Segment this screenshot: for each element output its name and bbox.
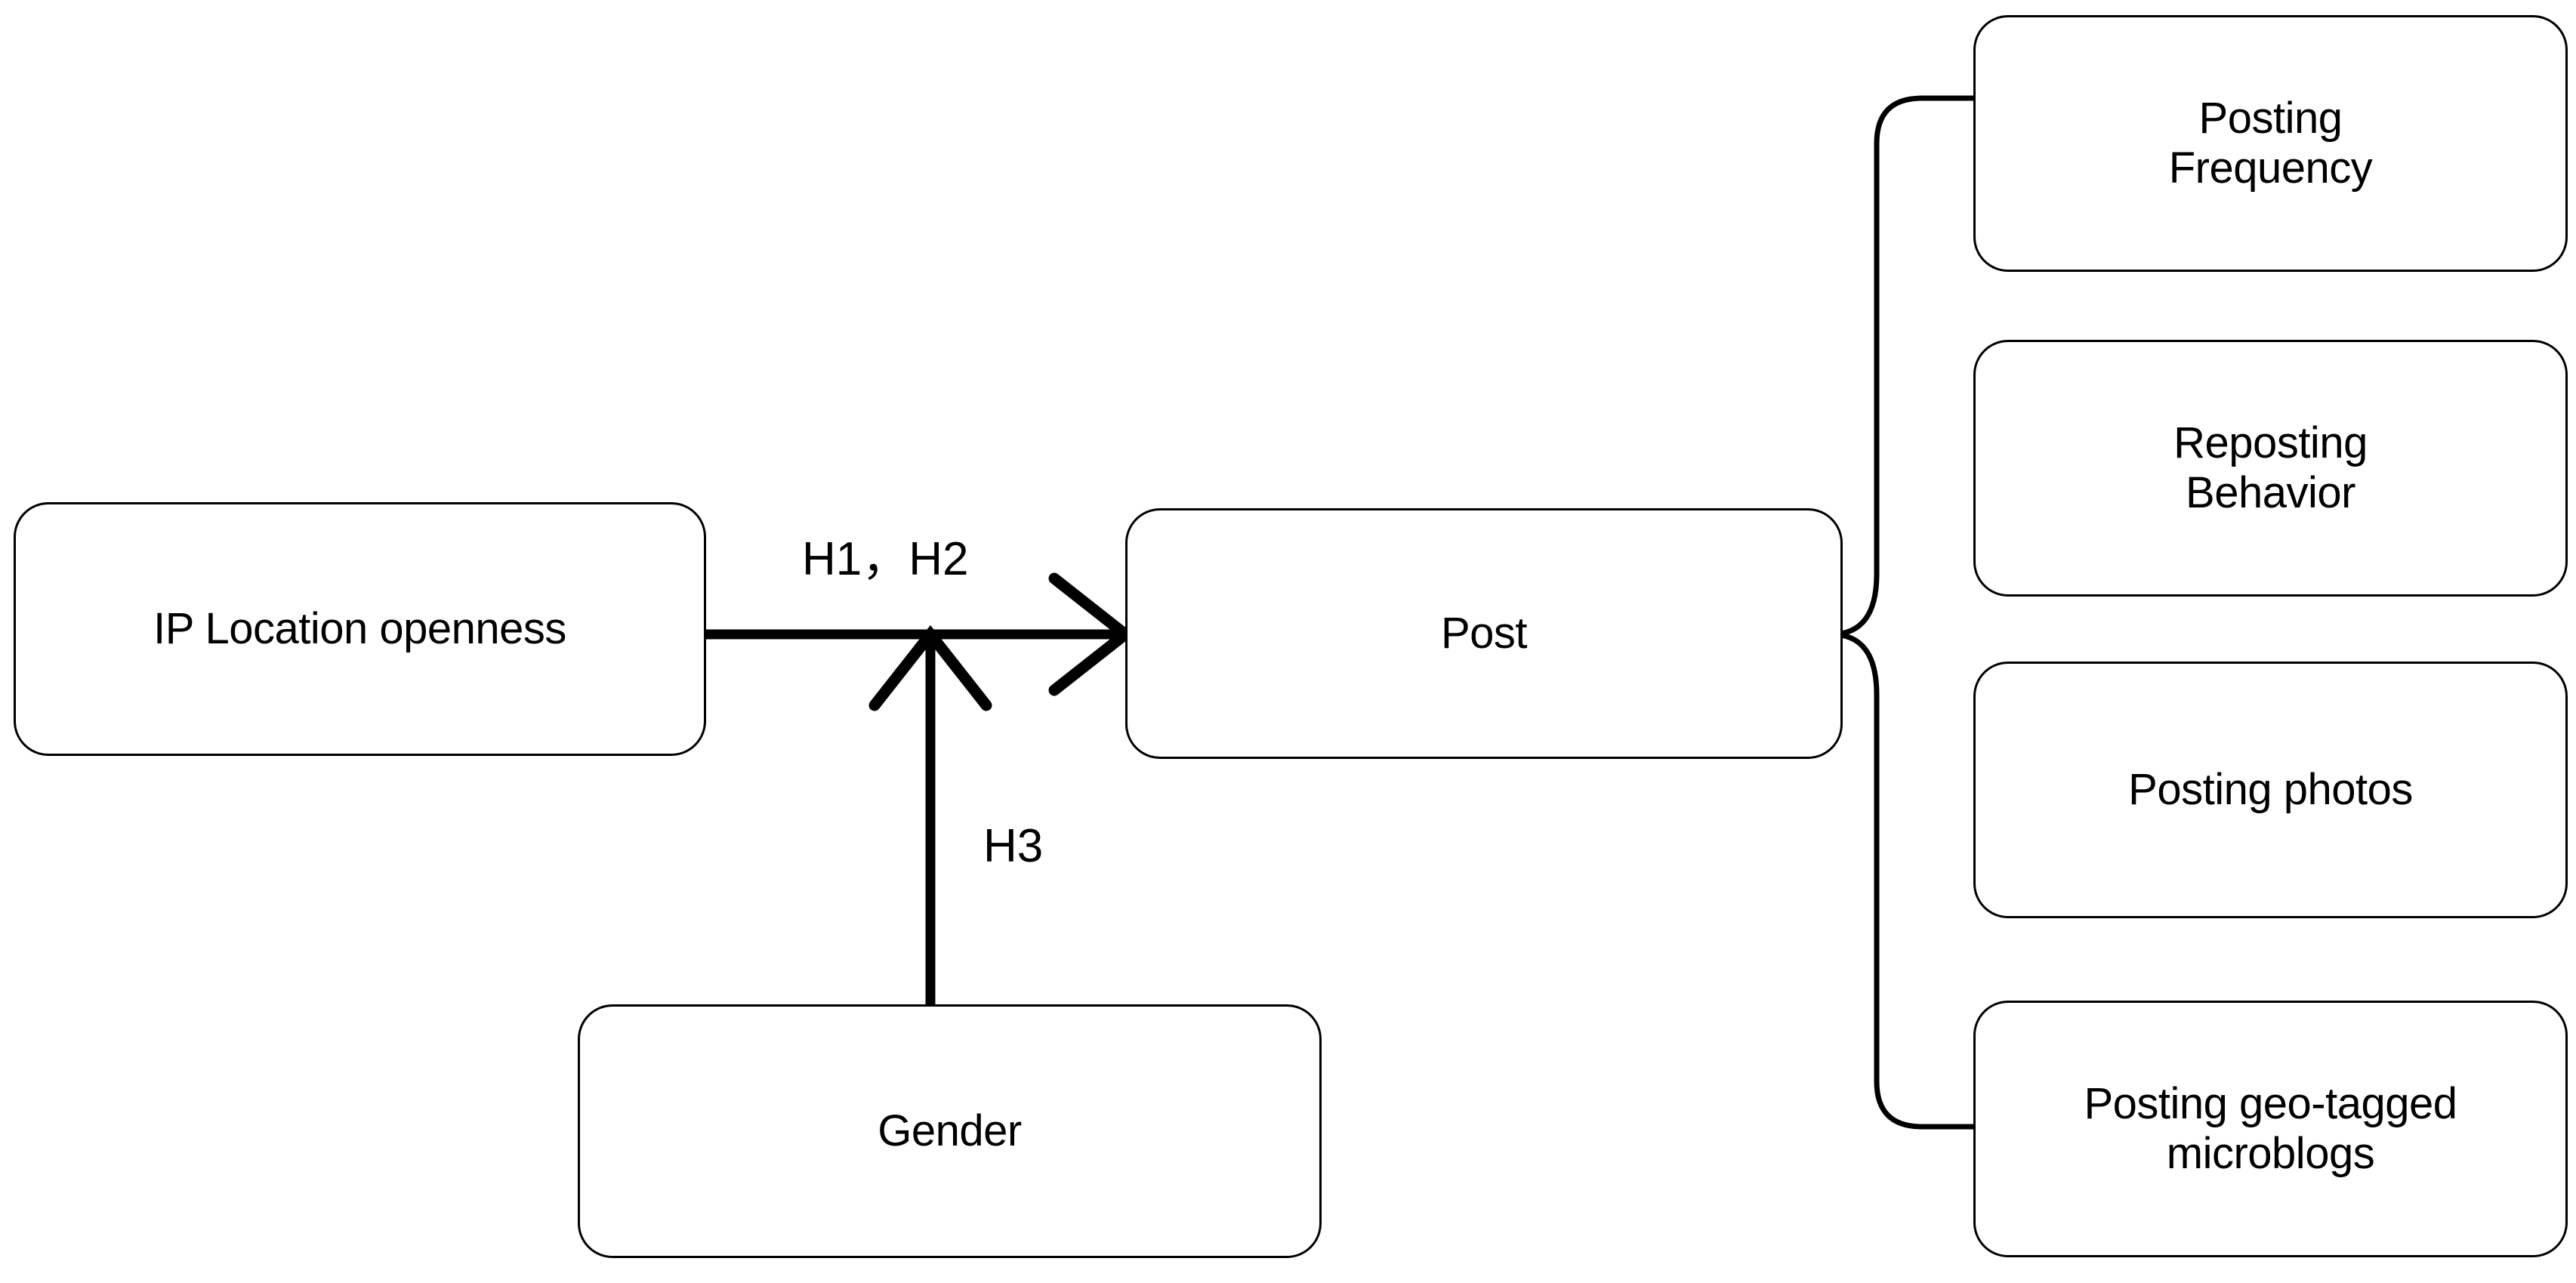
node-posting-frequency-label: Posting Frequency: [2168, 93, 2373, 193]
bracket-arm-posting-frequency: [1874, 95, 1973, 144]
edge-gender-to-link: [868, 625, 992, 1004]
node-post-label: Post: [1440, 608, 1528, 658]
node-posting-frequency[interactable]: Posting Frequency: [1973, 15, 2568, 272]
node-gender-label: Gender: [878, 1106, 1022, 1155]
node-posting-photos-label: Posting photos: [2128, 764, 2413, 814]
node-gender[interactable]: Gender: [578, 1004, 1322, 1258]
node-ip-location-openness-label: IP Location openness: [153, 603, 566, 653]
bracket-arm-geo-tagged: [1874, 1081, 1973, 1130]
edge-label-h3: H3: [983, 820, 1044, 872]
node-ip-location-openness[interactable]: IP Location openness: [14, 502, 706, 756]
edge-label-h1-h2: H1，H2: [802, 533, 969, 585]
node-posting-geo-tagged-microblogs-label: Posting geo-tagged microblogs: [2084, 1078, 2457, 1178]
node-reposting-behavior-label: Reposting Behavior: [2173, 418, 2368, 517]
arrowhead-to-link-icon: [868, 625, 992, 711]
node-post[interactable]: Post: [1125, 508, 1843, 759]
edge-post-to-outcomes-bracket: [1831, 95, 1973, 1130]
node-posting-geo-tagged-microblogs[interactable]: Posting geo-tagged microblogs: [1973, 1001, 2568, 1257]
node-posting-photos[interactable]: Posting photos: [1973, 662, 2568, 918]
node-reposting-behavior[interactable]: Reposting Behavior: [1973, 340, 2568, 597]
edge-ip-to-post: [706, 572, 1135, 696]
